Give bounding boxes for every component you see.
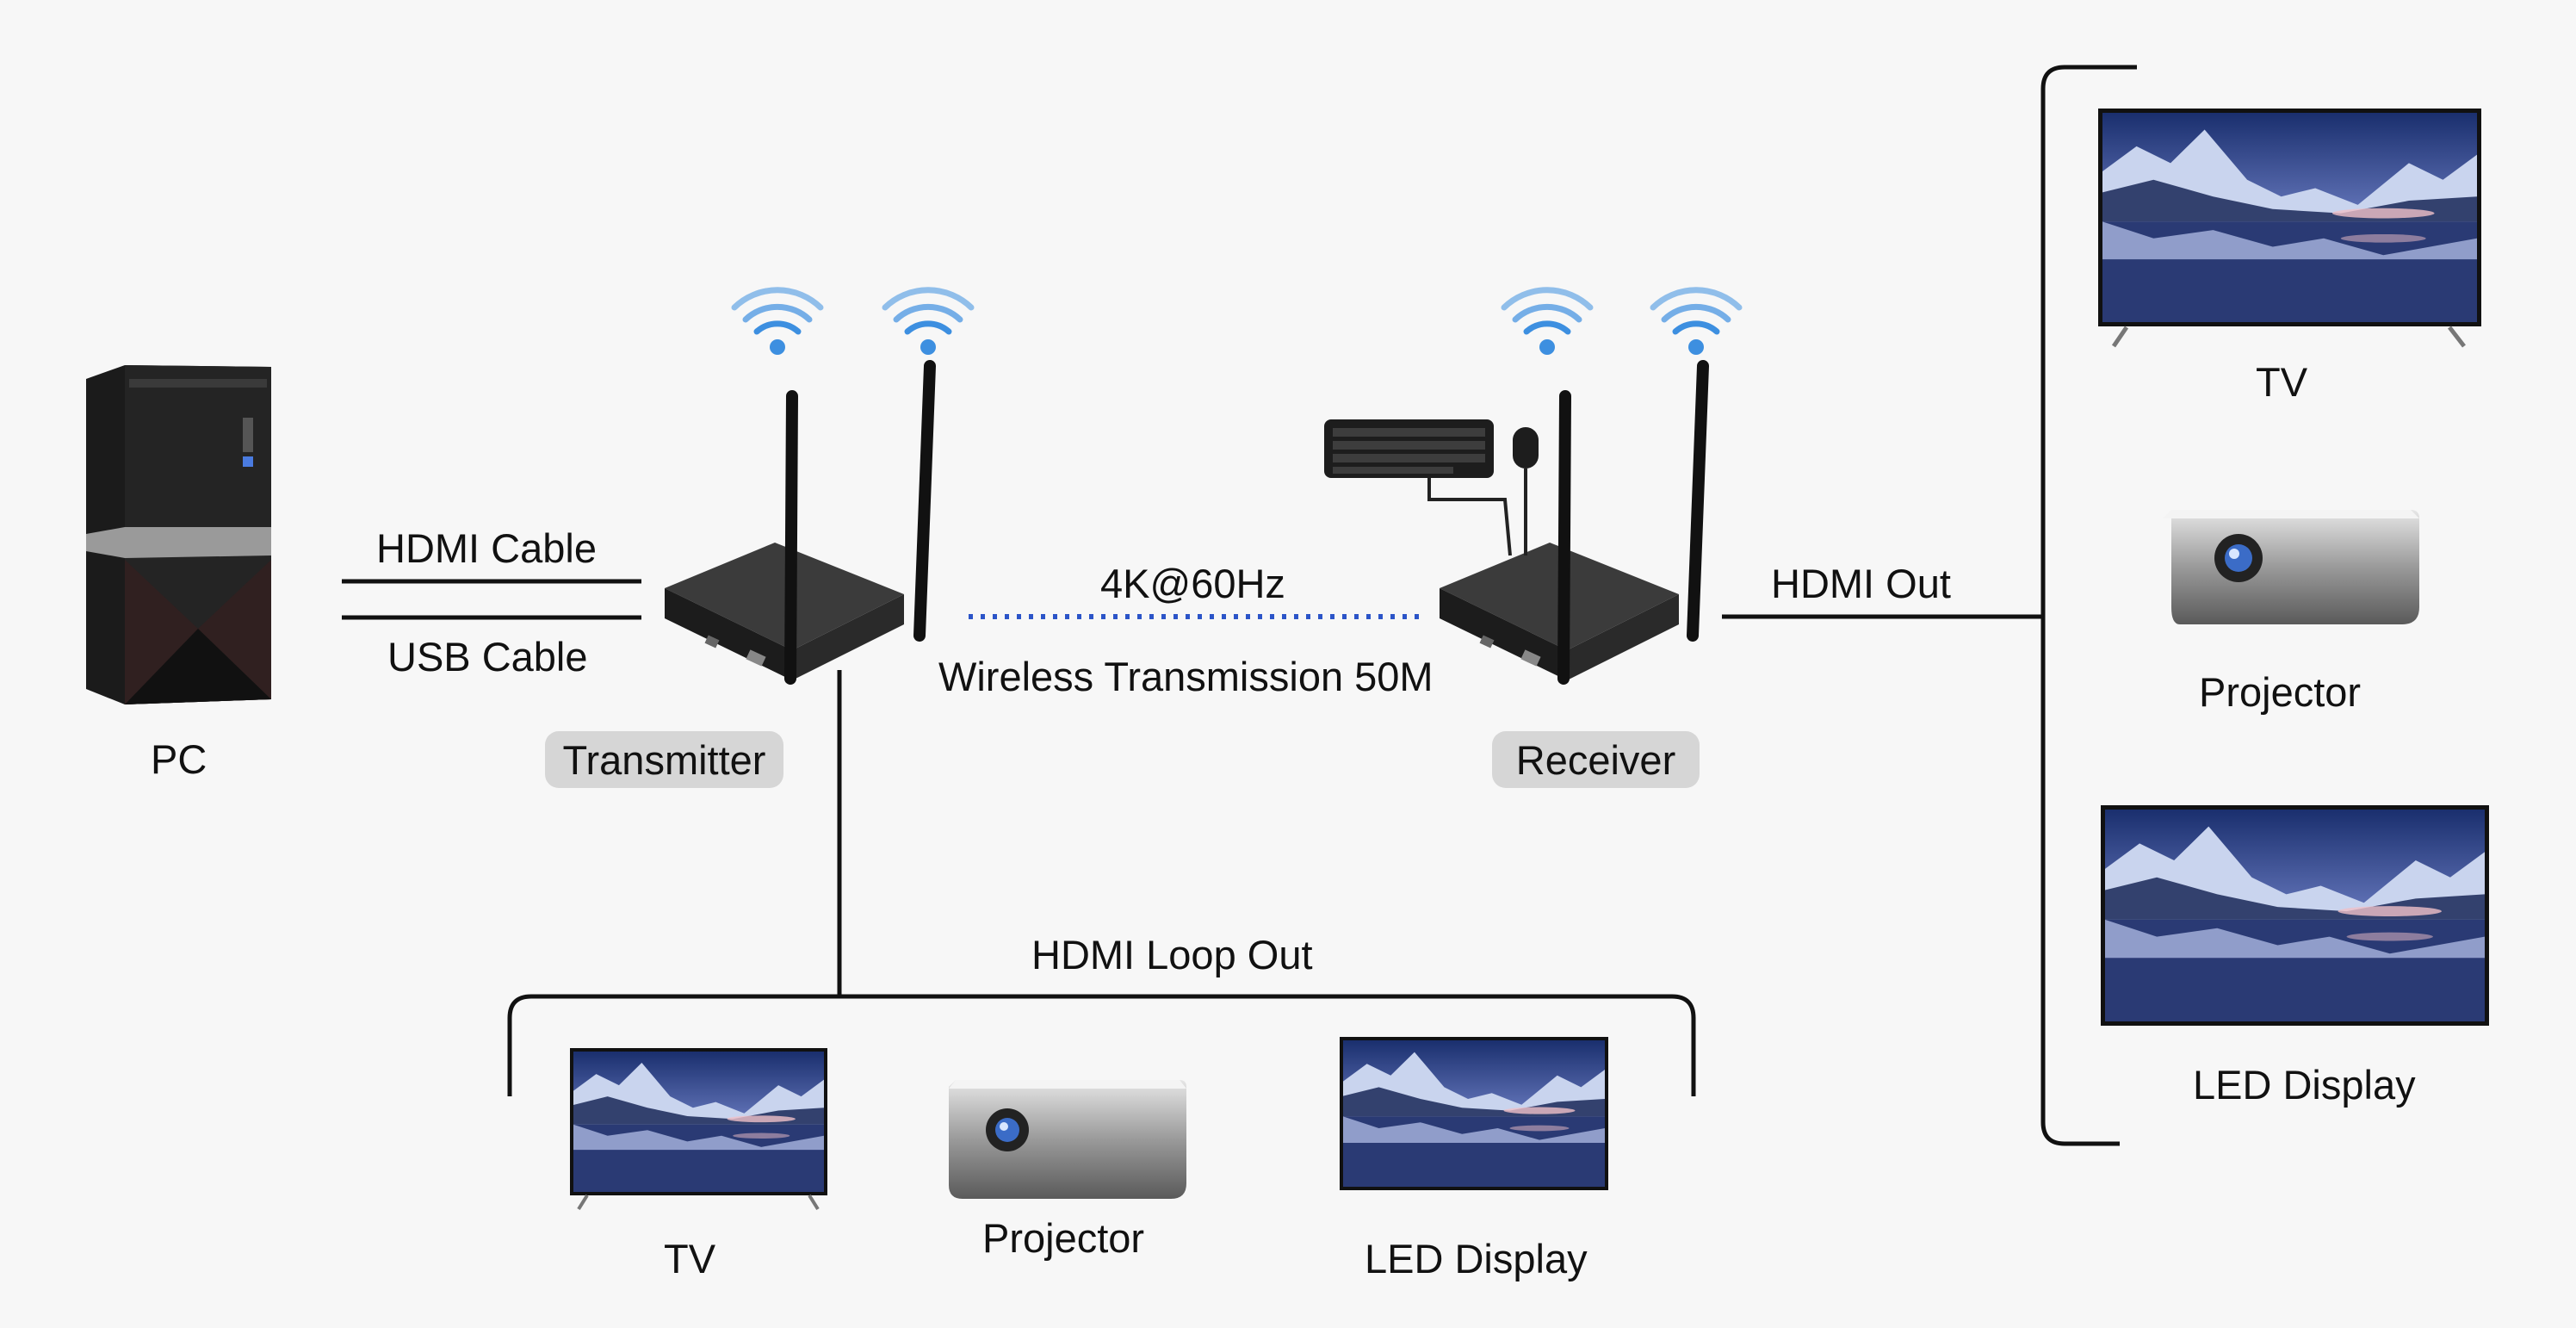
right-projector-label: Projector <box>2199 669 2362 715</box>
led-display-icon <box>1340 1037 1608 1190</box>
right-tv-label: TV <box>2256 359 2308 405</box>
usb-cable-label: USB Cable <box>387 634 588 680</box>
wireless-range-label: Wireless Transmission 50M <box>938 654 1434 699</box>
receiver-label-text: Receiver <box>1515 736 1676 783</box>
hdmi-loop-out-label: HDMI Loop Out <box>1031 932 1313 977</box>
bottom-led-display-label: LED Display <box>1365 1236 1588 1281</box>
projector-icon <box>949 1080 1186 1199</box>
receiver-label: Receiver <box>1492 731 1700 788</box>
right-led-display-label: LED Display <box>2193 1062 2416 1108</box>
loop-out-bracket <box>507 994 1696 1096</box>
mouse-icon <box>1513 427 1539 469</box>
pc-label: PC <box>151 736 207 782</box>
hdmi-out-bracket <box>2040 65 2137 1146</box>
hdmi-out-label: HDMI Out <box>1771 561 1951 606</box>
led-display-icon <box>2101 805 2489 1026</box>
hdmi-cable-label: HDMI Cable <box>376 525 597 571</box>
bottom-projector-label: Projector <box>982 1215 1145 1261</box>
transmitter-label-text: Transmitter <box>562 736 766 783</box>
wifi-icon <box>885 290 971 355</box>
keyboard-icon <box>1324 419 1494 478</box>
pc-tower-icon <box>86 365 271 704</box>
wifi-icon <box>1653 290 1739 355</box>
wifi-icon <box>1504 290 1590 355</box>
wifi-icon <box>734 290 820 355</box>
projector-icon <box>2163 510 2419 624</box>
bottom-tv-label: TV <box>664 1236 716 1281</box>
receiver-device-icon <box>1440 360 1709 685</box>
keyboard-cable <box>1427 478 1512 556</box>
transmitter-device-icon <box>665 360 936 685</box>
tv-icon <box>570 1048 827 1211</box>
tv-icon <box>2098 109 2481 348</box>
transmitter-label: Transmitter <box>545 731 783 788</box>
resolution-label: 4K@60Hz <box>1100 561 1285 606</box>
